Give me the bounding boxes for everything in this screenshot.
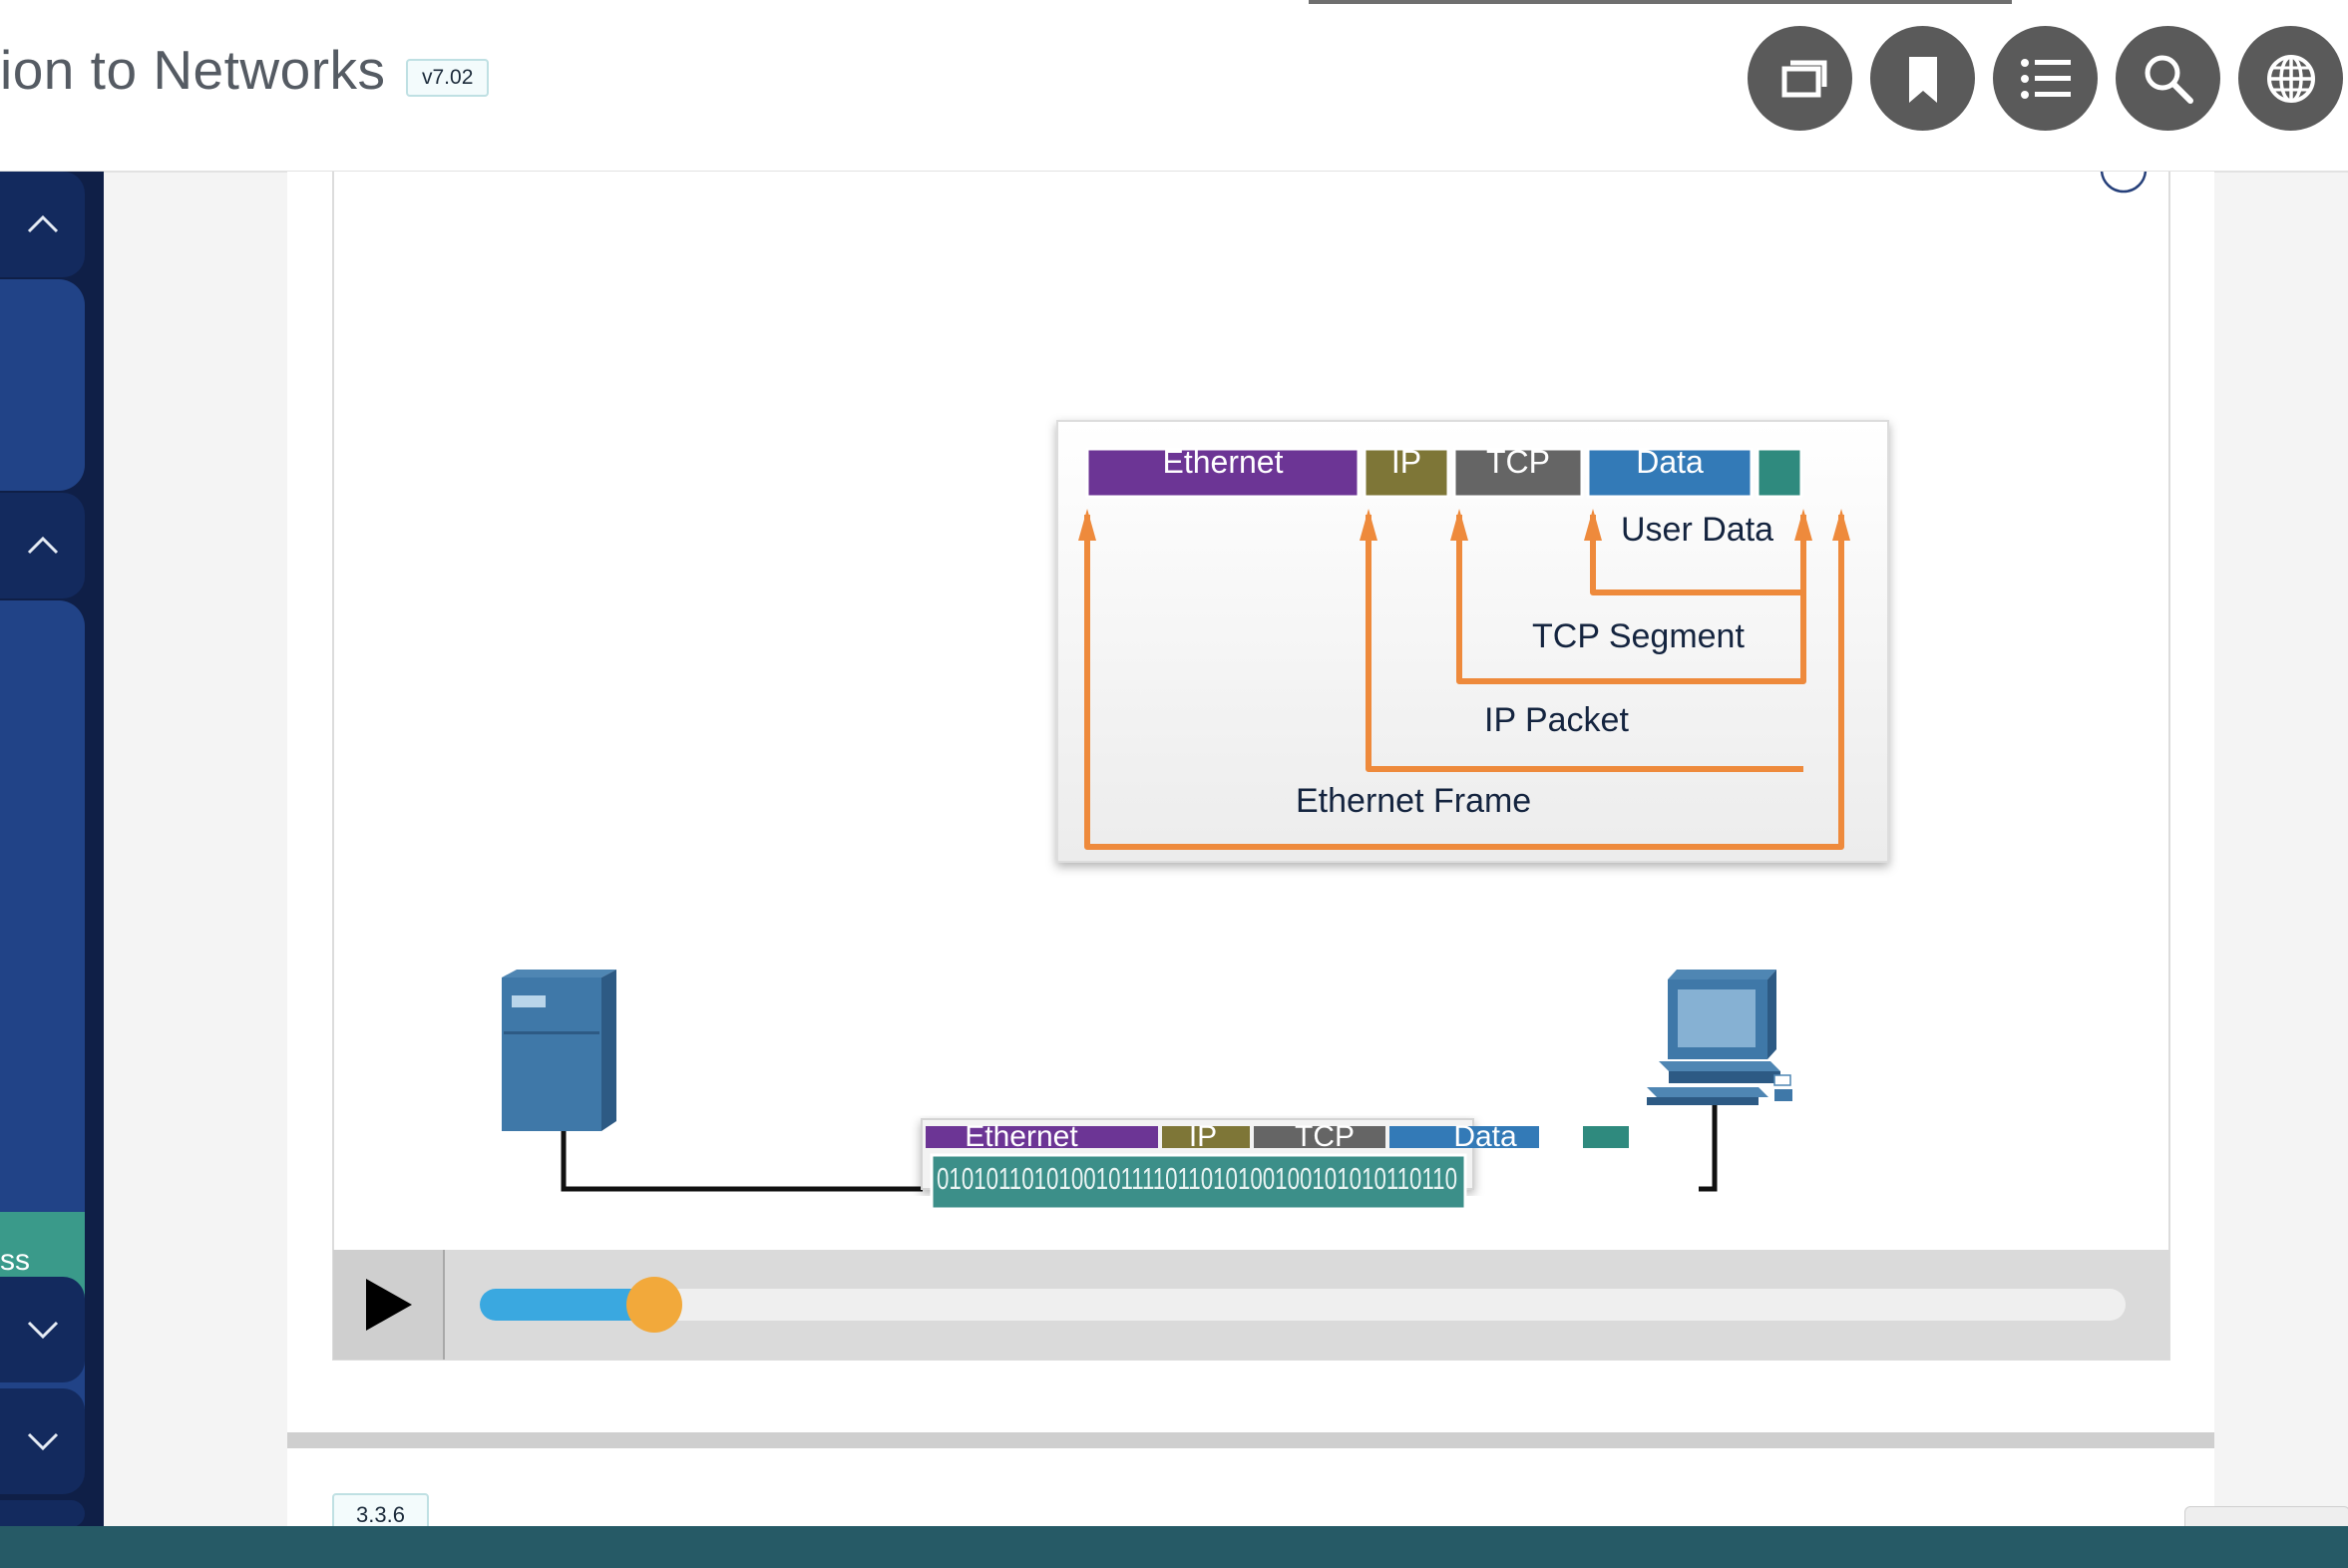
workstation-icon xyxy=(1647,970,1798,1105)
language-button[interactable] xyxy=(2238,26,2343,131)
header-tcp-label: TCP xyxy=(1486,444,1550,480)
nav-item-active-label: ss xyxy=(0,1244,30,1277)
bookmark-icon xyxy=(1908,56,1937,103)
top-scroll-strip xyxy=(1309,0,2012,4)
moving-frame: Ethernet IP TCP Data 0101011010100101111… xyxy=(921,1118,1629,1211)
header-ethernet xyxy=(1085,447,1361,499)
network-cables xyxy=(561,1094,1718,1192)
progress-track[interactable] xyxy=(480,1277,2126,1333)
header-data-label: Data xyxy=(1636,444,1704,480)
chevron-down-icon xyxy=(27,1432,58,1451)
nav-expand-button-2[interactable] xyxy=(0,1388,85,1494)
play-icon xyxy=(366,1279,412,1331)
frame-tcp-label: TCP xyxy=(1295,1120,1355,1153)
ethernet-frame-label: Ethernet Frame xyxy=(1296,782,1531,820)
header-ethernet-label: Ethernet xyxy=(1163,444,1284,480)
bracket-arrowheads xyxy=(1078,509,1850,541)
frame-tcp xyxy=(1254,1126,1385,1148)
windows-icon xyxy=(1781,60,1826,97)
tcp-segment-label: TCP Segment xyxy=(1532,617,1745,655)
nav-expand-button-1[interactable] xyxy=(0,1277,85,1382)
left-navigation: ss xyxy=(0,172,104,1527)
frame-ethernet xyxy=(926,1126,1158,1148)
chevron-up-icon xyxy=(27,214,58,233)
bottom-right-tab[interactable] xyxy=(2184,1506,2348,1527)
header-data xyxy=(1586,447,1754,499)
frame-data-label: Data xyxy=(1453,1120,1517,1153)
server-icon xyxy=(502,970,616,1131)
header-tcp xyxy=(1452,447,1584,499)
nav-collapse-button-1[interactable] xyxy=(0,172,85,277)
table-of-contents-button[interactable] xyxy=(1993,26,2098,131)
header-ip-label: IP xyxy=(1391,444,1421,480)
progress-knob[interactable] xyxy=(626,1277,682,1333)
frame-data xyxy=(1389,1126,1539,1148)
bit-stream-text: 0101011010100101111011010100100101010110… xyxy=(937,1161,1457,1196)
media-control-bar xyxy=(333,1250,2169,1360)
frame-trailer xyxy=(1583,1126,1629,1148)
header-ip xyxy=(1363,447,1450,499)
play-button[interactable] xyxy=(333,1250,445,1360)
version-badge: v7.02 xyxy=(406,59,490,97)
bookmark-button[interactable] xyxy=(1870,26,1975,131)
ip-packet-label: IP Packet xyxy=(1484,701,1629,739)
search-icon xyxy=(2145,55,2193,104)
nav-module-block-1[interactable] xyxy=(0,279,85,491)
nav-collapse-button-2[interactable] xyxy=(0,493,85,598)
bottom-bar xyxy=(0,1526,2348,1568)
encapsulation-brackets xyxy=(1084,515,1844,850)
user-data-label: User Data xyxy=(1621,511,1773,549)
header-trailer xyxy=(1756,447,1803,499)
section-divider xyxy=(287,1432,2214,1448)
bit-stream-box xyxy=(930,1153,1467,1211)
windows-button[interactable] xyxy=(1748,26,1852,131)
frame-ip-label: IP xyxy=(1189,1120,1217,1153)
search-button[interactable] xyxy=(2116,26,2220,131)
header-bar: ion to Networks v7.02 xyxy=(0,0,2348,173)
course-title: ion to Networks xyxy=(0,39,386,101)
frame-ip xyxy=(1162,1126,1250,1148)
progress-fill xyxy=(480,1289,654,1321)
frame-ethernet-label: Ethernet xyxy=(965,1120,1078,1153)
chevron-down-icon xyxy=(27,1321,58,1340)
language-globe-icon xyxy=(2266,54,2315,103)
encapsulation-animation: Ethernet IP TCP Data User Data TCP Segme… xyxy=(502,172,2148,1211)
table-of-contents-icon xyxy=(2020,58,2071,99)
info-circle-partial xyxy=(2100,172,2148,194)
chevron-up-icon xyxy=(27,536,58,555)
nav-next-block[interactable] xyxy=(0,1500,85,1527)
